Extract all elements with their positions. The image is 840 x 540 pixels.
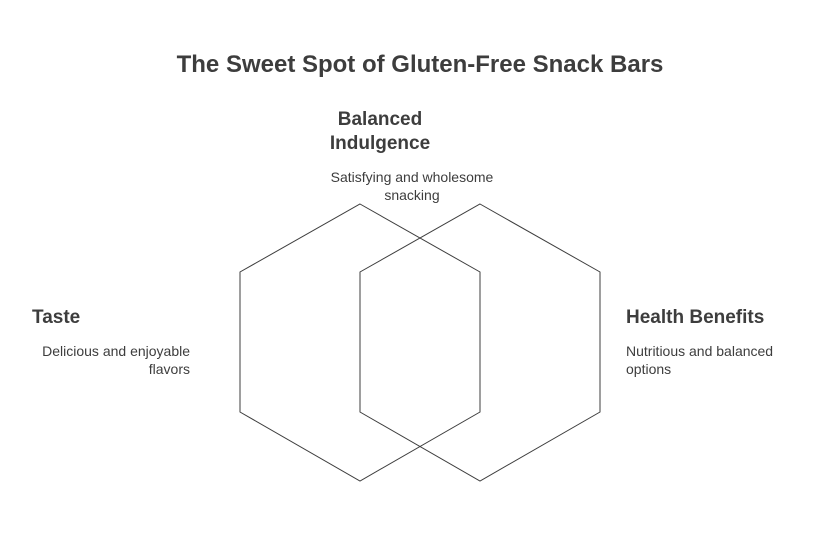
health-benefits-description: Nutritious and balanced options bbox=[626, 343, 774, 377]
balanced-indulgence-description: Satisfying and wholesome snacking bbox=[330, 169, 494, 203]
balanced-indulgence-heading: Balanced Indulgence bbox=[329, 109, 431, 154]
health-benefits-heading: Health Benefits bbox=[626, 307, 765, 328]
taste-hexagon bbox=[239, 203, 481, 482]
health-benefits-hexagon bbox=[359, 203, 601, 482]
taste-heading: Taste bbox=[32, 307, 81, 328]
taste-description: Delicious and enjoyable flavors bbox=[42, 343, 190, 377]
diagram-title: The Sweet Spot of Gluten-Free Snack Bars bbox=[176, 51, 664, 78]
